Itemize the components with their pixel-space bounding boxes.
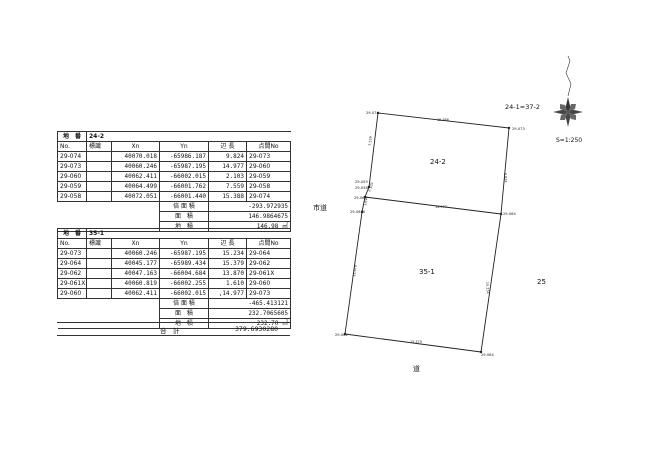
- corner-marker: [343, 332, 347, 336]
- land-area-row: 地 積 232.70 ㎡: [57, 318, 292, 329]
- edge-label-left-mid: 2.103: [367, 182, 374, 193]
- point-label-29-058: 29-058: [355, 186, 368, 190]
- corner-marker: [363, 195, 367, 199]
- corner-markers: [343, 111, 511, 354]
- boundary-line-left-mid: [364, 186, 370, 198]
- edge-label-right-lower: 15.234: [485, 282, 490, 294]
- unit-label: ㎡: [282, 222, 289, 230]
- corner-marker: [507, 126, 511, 130]
- corner-marker: [376, 111, 380, 115]
- parcel-label-35-1: 35-1: [419, 268, 435, 276]
- corner-marker: [499, 212, 503, 216]
- unit-label: ㎡: [282, 319, 289, 327]
- land-area-value: 232.70: [256, 319, 279, 327]
- point-label-29-064-upper: 29-064: [503, 212, 516, 216]
- point-label-29-060: 29-060: [354, 196, 367, 200]
- boundary-line-bottom: [344, 333, 482, 353]
- edge-label-middle: 14.977: [435, 205, 447, 209]
- edge-label-right-upper: 9.824: [503, 173, 508, 183]
- boundary-line-right-lower: [480, 213, 502, 353]
- land-area-value: 146.98: [256, 222, 279, 230]
- parcel-label-24-2: 24-2: [430, 158, 446, 166]
- corner-marker: [479, 350, 483, 354]
- grand-total: 合 計 379.6930280: [57, 322, 290, 336]
- point-label-29-064: 29-064: [481, 353, 494, 357]
- point-label-29-059: 29-059: [355, 180, 368, 184]
- edge-label-left-upper: 7.559: [368, 136, 373, 146]
- corner-marker: [360, 210, 364, 214]
- grand-total-value: 379.6930280: [235, 325, 279, 333]
- boundary-line-left-lower: [344, 211, 363, 335]
- scale-label: S=1:250: [556, 137, 583, 144]
- point-label-29-062: 29-062: [335, 333, 348, 337]
- neighbor-label-25: 25: [537, 278, 546, 286]
- compass-rose-icon: [553, 55, 583, 127]
- parcel-boundaries: [344, 112, 510, 353]
- corner-marker: [367, 185, 371, 189]
- boundary-line-short: [361, 196, 366, 213]
- area-row: 面 積 232.7065605: [57, 308, 292, 319]
- grand-total-label: 合 計: [160, 327, 180, 335]
- table-24-2: 地 番 24-2 No. 標識 Xn Yn 辺 長 点間No 29-074 40…: [57, 131, 292, 232]
- road-label-city: 市道: [313, 204, 327, 212]
- edge-label-short: 1.610: [363, 196, 369, 206]
- edge-label-bottom: 15.379: [410, 340, 422, 344]
- point-label-29-061x: 29-061X: [350, 210, 366, 214]
- point-label-29-074: 29-074: [366, 111, 379, 115]
- table-header-row: No. 標識 Xn Yn 辺 長 点間No: [57, 238, 292, 249]
- point-label-29-073: 29-073: [512, 127, 525, 131]
- boundary-line-right-upper: [500, 127, 510, 215]
- boundary-line-middle: [364, 196, 502, 215]
- edge-label-top: 15.388: [437, 118, 449, 122]
- land-area-cell: 232.70 ㎡: [207, 318, 292, 329]
- reference-label: 24-1=37-2: [505, 103, 540, 111]
- table-35-1: 地 番 35-1 No. 標識 Xn Yn 辺 長 点間No 29-073 40…: [57, 228, 292, 329]
- edge-label-left-lower: 13.870: [352, 265, 358, 277]
- road-label-bottom: 道: [413, 365, 420, 373]
- boundary-line-top: [377, 112, 510, 129]
- boundary-line-left-upper: [368, 112, 379, 188]
